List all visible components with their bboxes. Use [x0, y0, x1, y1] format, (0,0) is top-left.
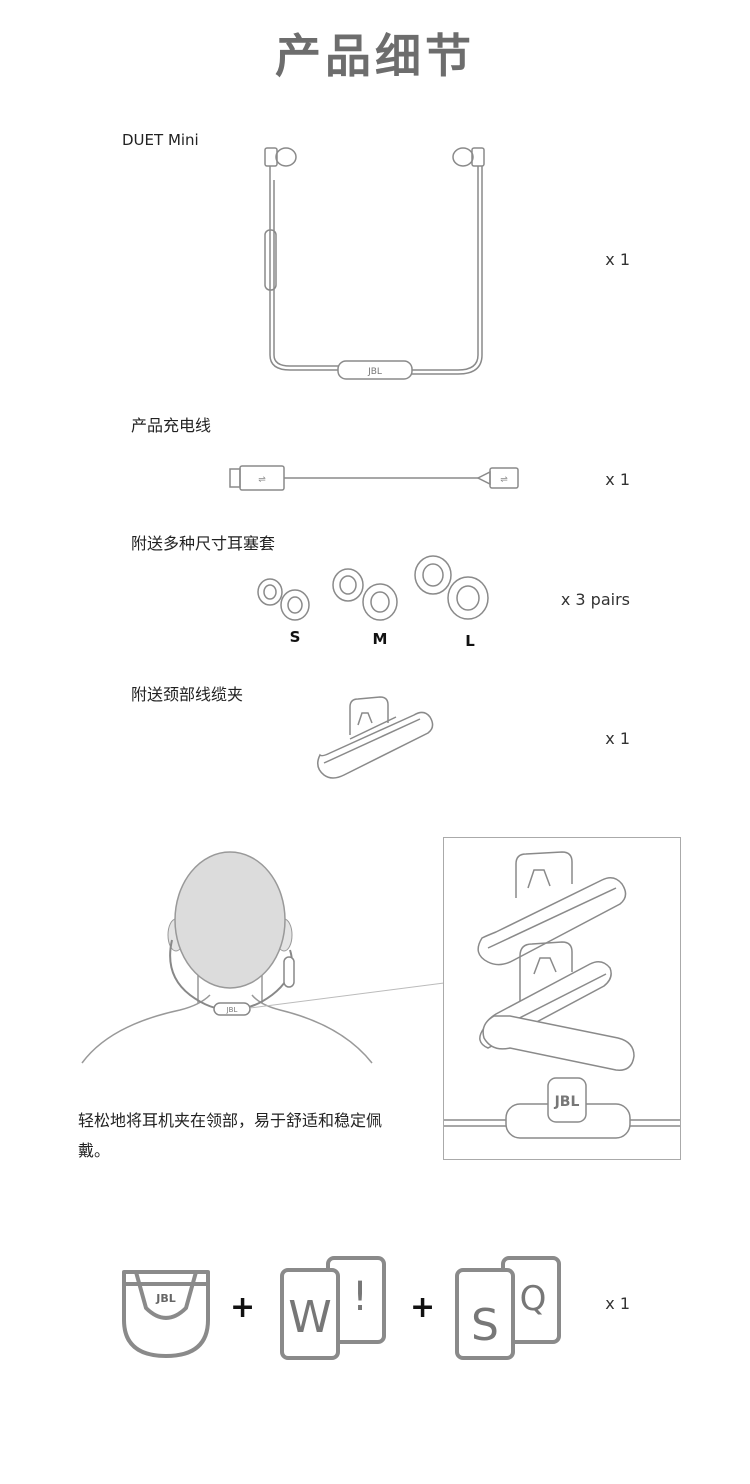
ear-tips-illustration — [257, 555, 489, 621]
bottom-row-qty: x 1 — [605, 1294, 630, 1313]
detail-brand-logo: JBL — [554, 1094, 580, 1110]
warning-card-letter-bang: ! — [352, 1274, 368, 1320]
plus-sign-1: + — [230, 1290, 256, 1325]
earphone-brand-logo: JBL — [367, 367, 382, 377]
neck-wearing-illustration: JBL — [81, 851, 445, 1064]
ear-tip-size-small: S — [289, 628, 301, 646]
ear-tip-size-large: L — [465, 632, 475, 650]
neck-brand-logo: JBL — [226, 1006, 238, 1014]
plus-sign-2: + — [410, 1290, 436, 1325]
svg-text:⇌: ⇌ — [258, 475, 266, 485]
usage-caption: 轻松地将耳机夹在领部，易于舒适和稳定佩戴。 — [78, 1111, 383, 1160]
clip-detail-illustration: JBL — [444, 851, 680, 1139]
svg-text:⇌: ⇌ — [500, 475, 508, 485]
item-qty-cable-clip: x 1 — [605, 729, 630, 748]
charging-cable-illustration: ⇌ ⇌ — [229, 465, 519, 491]
item-qty-earphones: x 1 — [605, 250, 630, 269]
item-label-cable-clip: 附送颈部线缆夹 — [131, 685, 244, 704]
item-qty-ear-tips: x 3 pairs — [560, 590, 630, 609]
cable-clip-illustration — [317, 696, 434, 779]
quick-start-letter-s: S — [471, 1300, 499, 1351]
item-label-charging-cable: 产品充电线 — [131, 416, 212, 435]
clip-detail-box: JBL — [443, 837, 681, 1160]
item-label-ear-tips: 附送多种尺寸耳塞套 — [131, 534, 276, 553]
pouch-brand-logo: JBL — [155, 1292, 176, 1305]
item-label-earphones: DUET Mini — [122, 131, 199, 149]
warning-card-icon: W ! — [280, 1256, 386, 1360]
ear-tip-size-medium: M — [372, 630, 388, 648]
item-qty-charging-cable: x 1 — [605, 470, 630, 489]
quick-start-letter-q: Q — [520, 1279, 547, 1319]
quick-start-guide-icon: S Q — [455, 1256, 561, 1360]
carry-pouch-icon: JBL — [122, 1270, 210, 1358]
page-title: 产品细节 — [275, 29, 475, 83]
earphones-illustration: JBL — [264, 147, 485, 380]
warning-card-letter-w: W — [288, 1292, 332, 1343]
